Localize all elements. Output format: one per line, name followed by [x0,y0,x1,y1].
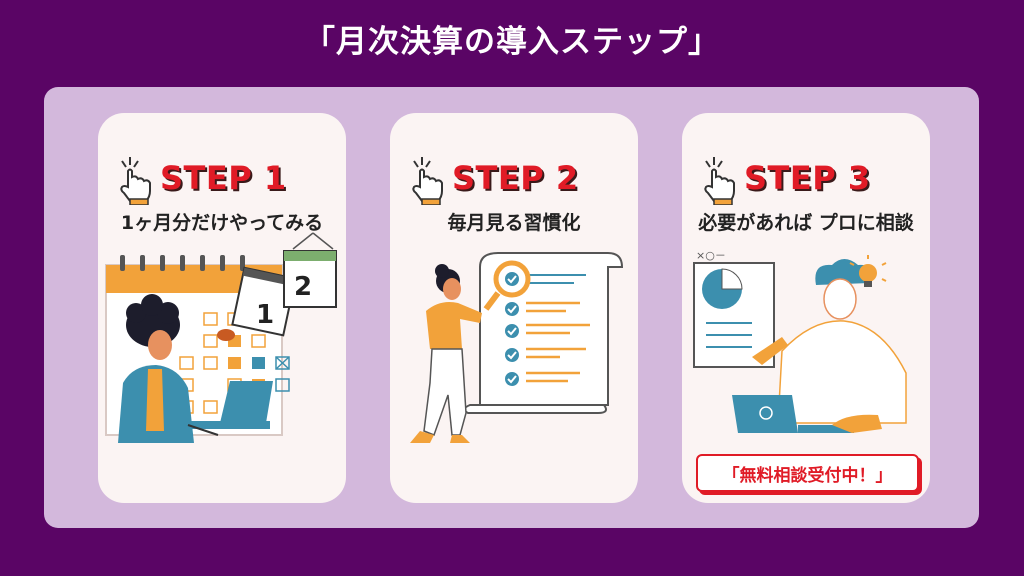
hand-pointer-icon [120,157,151,205]
calendar-page-2: 2 [294,272,312,302]
step-1-subtitle: 1ヶ月分だけやってみる [120,212,324,234]
hand-pointer-icon [704,157,735,205]
free-consultation-button[interactable]: 「無料相談受付中！」 [696,454,919,492]
step-3-label: STEP 3 [744,159,871,197]
step-3-subtitle: 必要があれば プロに相談 [698,212,914,234]
board-window-controls: ×○－ [696,249,726,262]
calendar-page-1: 1 [256,300,274,330]
checklist-illustration [410,252,624,443]
step-card-3[interactable]: ×○－ STEP 3 必要があれば [682,113,930,503]
page-title: 「月次決算の導入ステップ」 [304,24,720,60]
calendar-illustration: 1 2 [105,232,337,443]
step-1-label: STEP 1 [160,159,287,197]
step-2-subtitle: 毎月見る習慣化 [447,212,581,234]
consultant-illustration: ×○－ [693,249,907,433]
step-card-1[interactable]: 1 2 STEP 1 1ヶ月分だけやってみる [98,113,346,503]
step-2-label: STEP 2 [452,159,579,197]
hand-pointer-icon [412,157,443,205]
step-card-2[interactable]: STEP 2 毎月見る習慣化 [390,113,638,503]
